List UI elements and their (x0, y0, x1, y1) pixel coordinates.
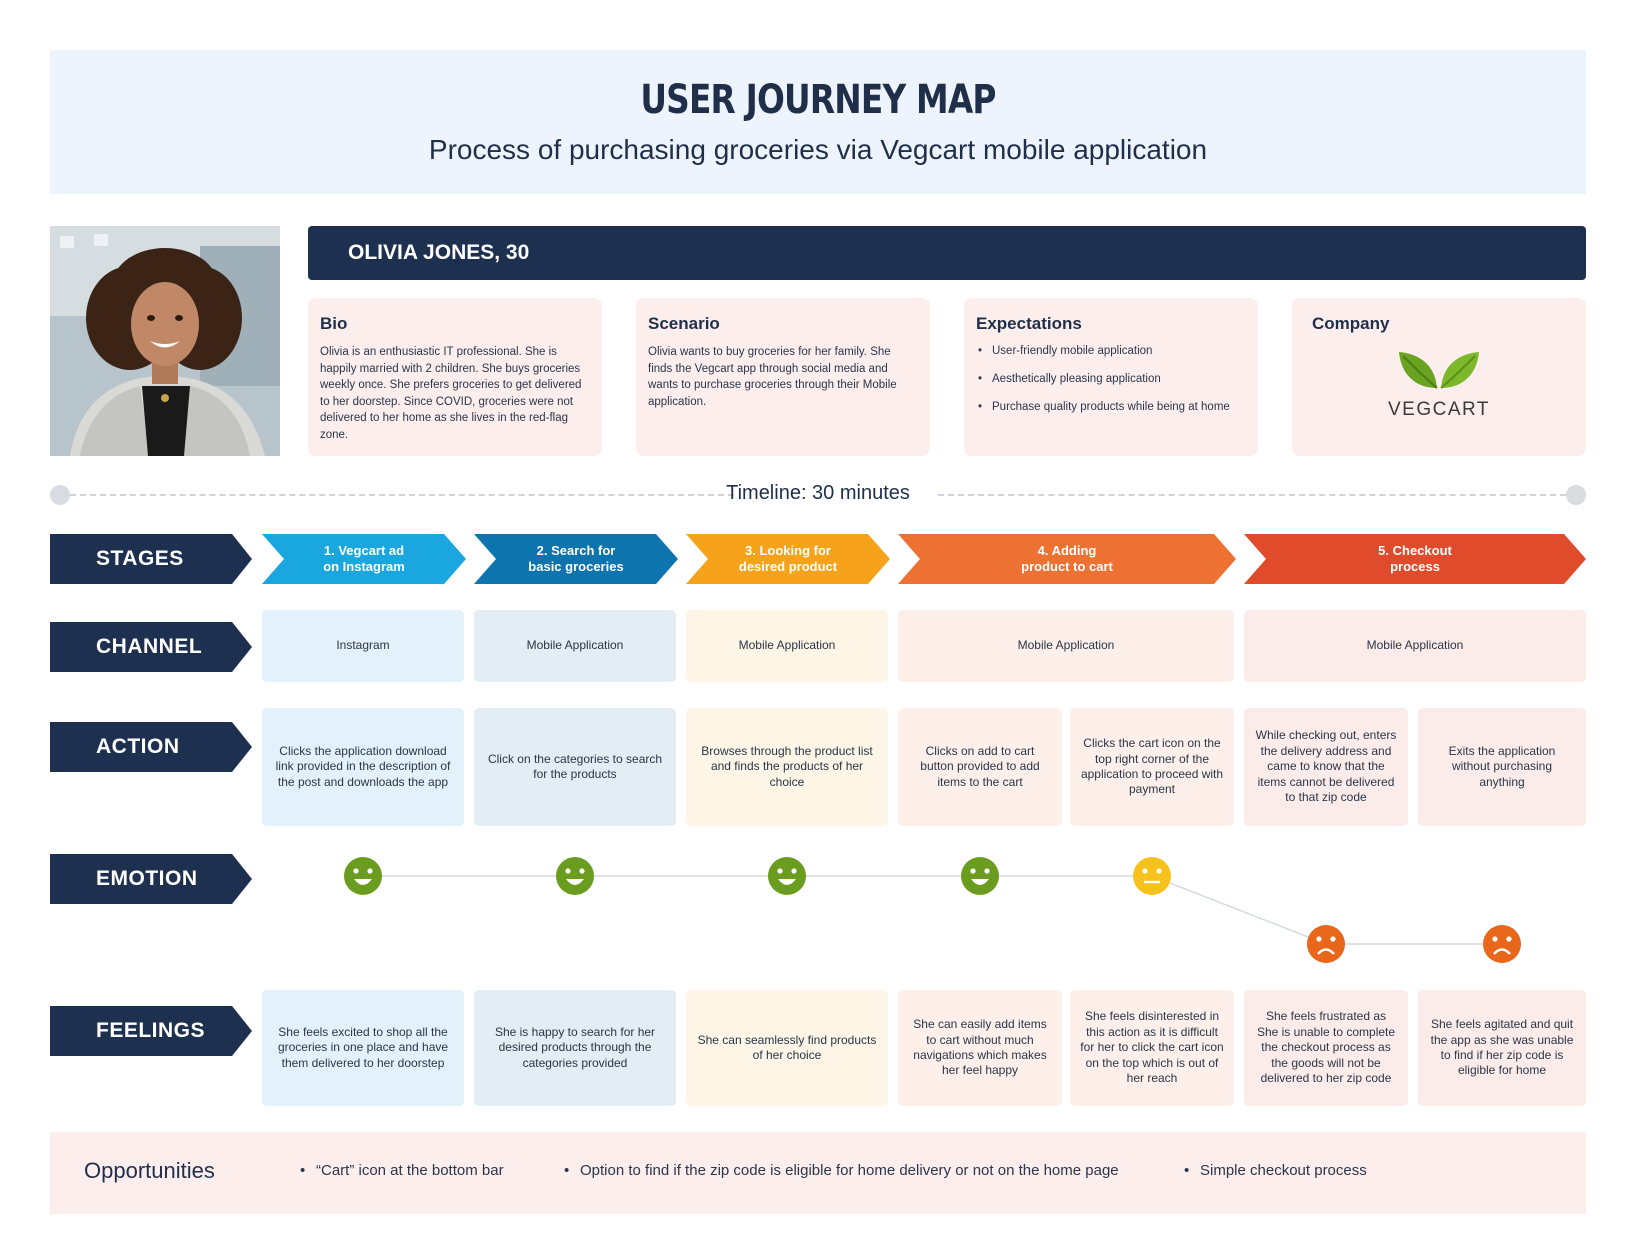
action-cell: Exits the application without purchasing… (1418, 708, 1586, 826)
page-title: USER JOURNEY MAP (640, 77, 996, 123)
timeline-label: Timeline: 30 minutes (726, 482, 910, 504)
action-cell: Browses through the product list and fin… (686, 708, 888, 826)
stage-label-line2: basic groceries (528, 559, 624, 574)
bio-title: Bio (320, 314, 348, 333)
timeline-dash-left (70, 494, 734, 496)
bio-text: Olivia is an enthusiastic IT professiona… (320, 346, 582, 441)
header-banner: USER JOURNEY MAP Process of purchasing g… (50, 50, 1586, 194)
leaf-icon (1399, 352, 1479, 389)
bio-card: Bio Olivia is an enthusiastic IT profess… (308, 298, 602, 456)
action-cell: While checking out, enters the delivery … (1244, 708, 1408, 826)
action-cell: Clicks the application download link pro… (262, 708, 464, 826)
timeline-end-dot (1566, 485, 1586, 505)
opportunity-item: Simple checkout process (1184, 1162, 1367, 1179)
page-subtitle: Process of purchasing groceries via Vegc… (428, 134, 1208, 165)
stage-label-line1: 4. Adding (1037, 543, 1097, 558)
row-label-stages: STAGES (50, 534, 252, 584)
stage-label-line2: on Instagram (323, 559, 405, 574)
stage-label-line2: product to cart (1021, 559, 1113, 574)
channel-cell: Mobile Application (474, 610, 676, 682)
stage-label-line1: 3. Looking for (745, 543, 831, 558)
emotion-line (363, 875, 1502, 945)
channel-cell: Instagram (262, 610, 464, 682)
company-wordmark: VEGCART (1387, 399, 1490, 420)
action-cell: Click on the categories to search for th… (474, 708, 676, 826)
channel-cell: Mobile Application (1244, 610, 1586, 682)
persona-name-bar: OLIVIA JONES, 30 (308, 226, 1586, 280)
feelings-cell: She can easily add items to cart without… (898, 990, 1062, 1106)
scenario-title: Scenario (648, 314, 720, 333)
feelings-cell: She feels excited to shop all the grocer… (262, 990, 464, 1106)
stage-label-line2: desired product (738, 559, 838, 574)
happy-face-icon (768, 857, 806, 895)
action-cell: Clicks the cart icon on the top right co… (1070, 708, 1234, 826)
stage-label-line1: 2. Search for (536, 543, 616, 558)
expectation-item: Purchase quality products while being at… (976, 400, 1246, 415)
stage-label-line1: 1. Vegcart ad (323, 543, 405, 558)
happy-face-icon (961, 857, 999, 895)
action-cell: Clicks on add to cart button provided to… (898, 708, 1062, 826)
channel-cell: Mobile Application (898, 610, 1234, 682)
timeline: Timeline: 30 minutes (50, 482, 1586, 506)
feelings-cell: She feels agitated and quit the app as s… (1418, 990, 1586, 1106)
timeline-dash-right (938, 494, 1566, 496)
happy-face-icon (556, 857, 594, 895)
opportunities-section: Opportunities “Cart” icon at the bottom … (50, 1132, 1586, 1214)
opportunity-item: “Cart” icon at the bottom bar (300, 1162, 504, 1179)
stage-label-line2: process (1390, 559, 1440, 574)
row-label-channel: CHANNEL (50, 622, 252, 672)
persona-name: OLIVIA JONES, 30 (348, 241, 530, 264)
feelings-cell: She can seamlessly find products of her … (686, 990, 888, 1106)
happy-face-icon (344, 857, 382, 895)
opportunity-item: Option to find if the zip code is eligib… (564, 1162, 1119, 1179)
expectations-card: Expectations User-friendly mobile applic… (964, 298, 1258, 456)
expectation-item: User-friendly mobile application (976, 344, 1246, 359)
expectations-list: User-friendly mobile application Aesthet… (976, 344, 1246, 415)
neutral-face-icon (1133, 857, 1171, 895)
timeline-start-dot (50, 485, 70, 505)
company-title: Company (1312, 314, 1390, 333)
stage-label-line1: 5. Checkout (1378, 543, 1452, 558)
row-label-feelings: FEELINGS (50, 1006, 252, 1056)
persona-portrait-image (50, 226, 280, 456)
sad-face-icon (1483, 925, 1521, 963)
opportunities-title: Opportunities (84, 1158, 215, 1183)
scenario-card: Scenario Olivia wants to buy groceries f… (636, 298, 930, 456)
emotion-faces (344, 857, 1521, 963)
expectation-item: Aesthetically pleasing application (976, 372, 1246, 387)
persona-photo (50, 226, 280, 456)
feelings-cell: She feels disinterested in this action a… (1070, 990, 1234, 1106)
company-card: Company VEGCART (1292, 298, 1586, 456)
sad-face-icon (1307, 925, 1345, 963)
expectations-title: Expectations (976, 314, 1082, 333)
feelings-cell: She feels frustrated as She is unable to… (1244, 990, 1408, 1106)
channel-cell: Mobile Application (686, 610, 888, 682)
row-label-action: ACTION (50, 722, 252, 772)
scenario-text: Olivia wants to buy groceries for her fa… (648, 346, 897, 408)
row-label-emotion: EMOTION (50, 854, 252, 904)
feelings-cell: She is happy to search for her desired p… (474, 990, 676, 1106)
company-logo: VEGCART (1304, 348, 1574, 421)
